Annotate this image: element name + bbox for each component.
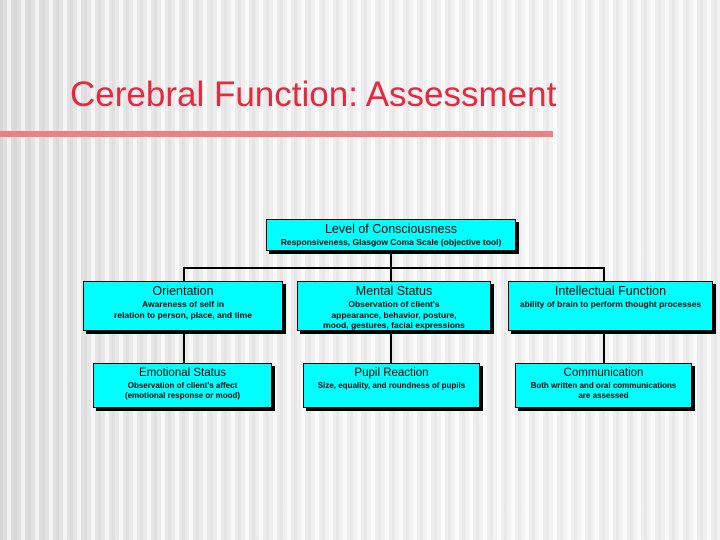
node-title: Level of Consciousness <box>324 222 458 236</box>
node-intellectual-function[interactable]: Intellectual Function ability of brain t… <box>508 281 713 331</box>
node-level-of-consciousness[interactable]: Level of Consciousness Responsiveness, G… <box>266 219 516 251</box>
page-title: Cerebral Function: Assessment <box>70 75 557 114</box>
connector-drop-mental-status <box>390 267 392 281</box>
node-title: Mental Status <box>355 284 433 298</box>
node-mental-status[interactable]: Mental Status Observation of client's ap… <box>297 281 491 331</box>
node-description: Observation of client's affect (emotiona… <box>124 381 241 400</box>
node-pupil-reaction[interactable]: Pupil Reaction Size, equality, and round… <box>303 363 480 408</box>
node-emotional-status[interactable]: Emotional Status Observation of client's… <box>93 363 272 408</box>
node-description: Responsiveness, Glasgow Coma Scale (obje… <box>280 237 502 247</box>
node-description: Size, equality, and roundness of pupils <box>317 381 466 390</box>
node-title: Pupil Reaction <box>354 367 429 379</box>
connector-horizontal-bar <box>183 267 605 269</box>
node-title: Orientation <box>152 284 214 298</box>
node-communication[interactable]: Communication Both written and oral comm… <box>515 363 692 408</box>
node-description: Observation of client's appearance, beha… <box>323 299 465 330</box>
node-title: Emotional Status <box>139 367 226 379</box>
connector-root-drop <box>390 251 392 268</box>
title-underline-rule <box>0 131 553 137</box>
connector-orientation-to-emotional-status <box>183 331 185 363</box>
node-orientation[interactable]: Orientation Awareness of self in relatio… <box>83 281 283 331</box>
node-title: Intellectual Function <box>554 284 667 298</box>
node-title: Communication <box>563 367 644 379</box>
node-description: Both written and oral communications are… <box>530 381 677 400</box>
connector-intellectual-function-to-communication <box>603 331 605 363</box>
connector-drop-intellectual-function <box>603 267 605 281</box>
connector-drop-orientation <box>183 267 185 281</box>
connector-mental-status-to-pupil-reaction <box>390 331 392 363</box>
node-description: Awareness of self in relation to person,… <box>114 299 252 320</box>
node-description: ability of brain to perform thought proc… <box>519 299 702 309</box>
